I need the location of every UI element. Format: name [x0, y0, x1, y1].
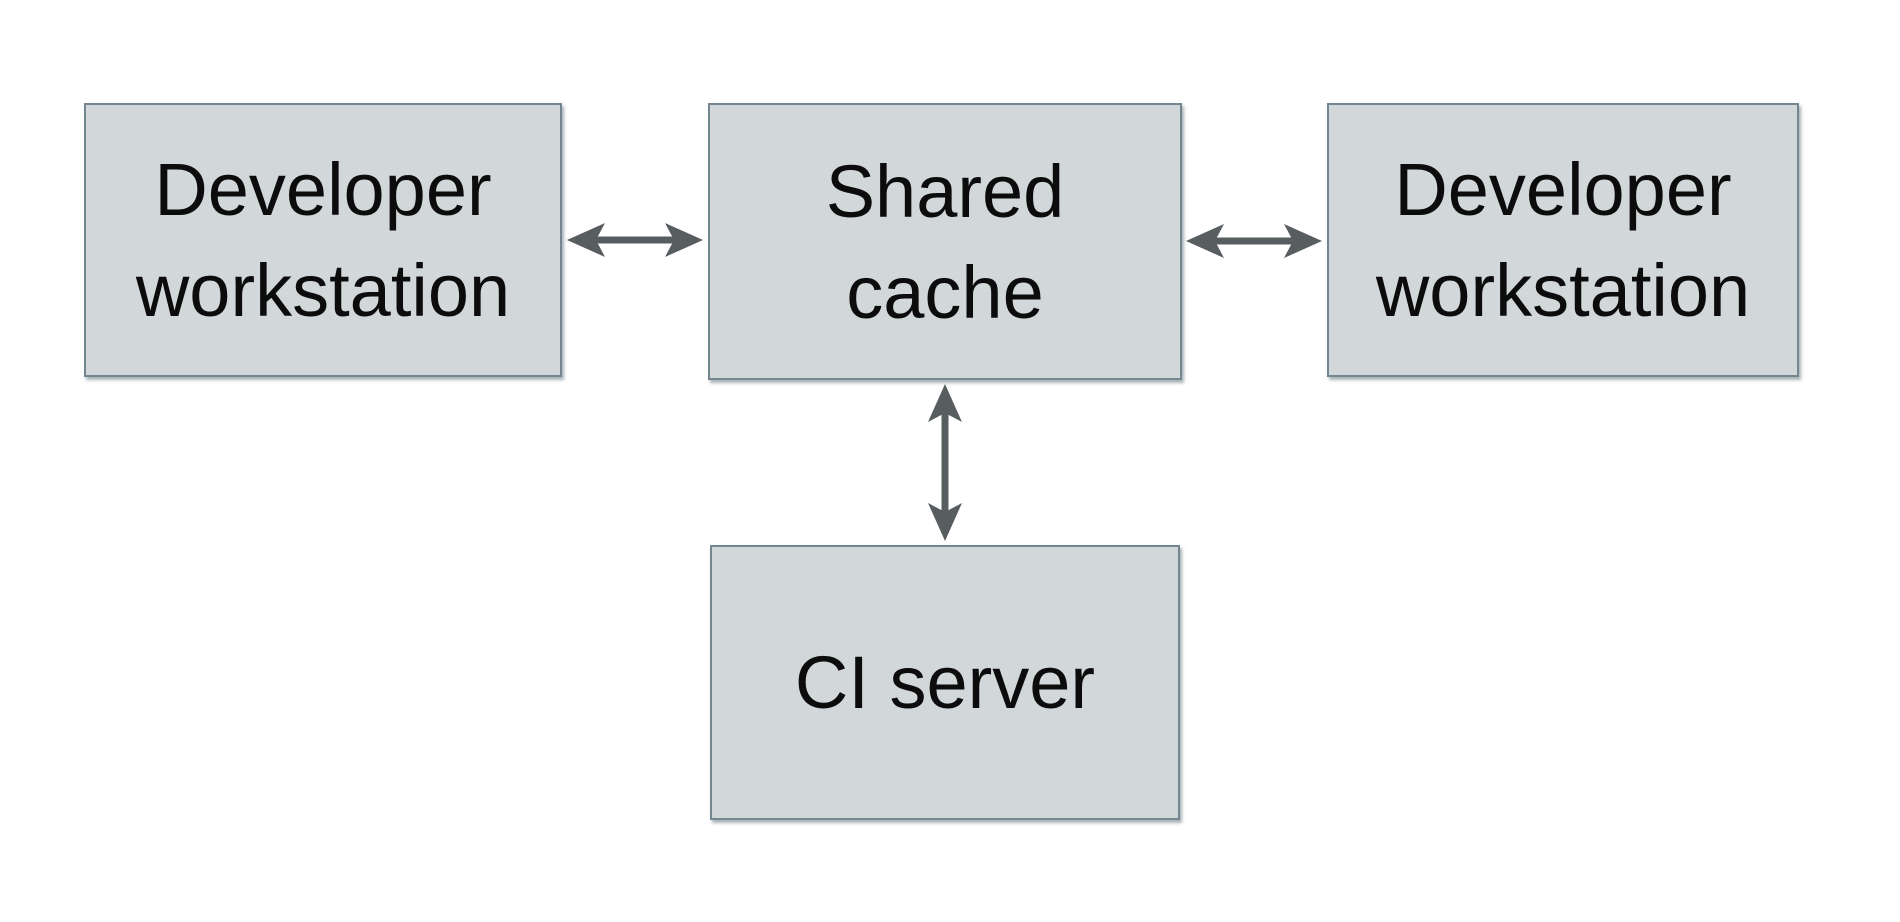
node-ci-server: CI server — [710, 545, 1180, 820]
arrow-left-workstation-shared-cache — [567, 223, 703, 257]
node-developer-workstation-right-label: Developer workstation — [1375, 148, 1751, 332]
node-developer-workstation-left-label: Developer workstation — [135, 148, 511, 332]
node-ci-server-label: CI server — [794, 641, 1096, 724]
node-shared-cache-label: Shared cache — [825, 149, 1065, 334]
node-developer-workstation-left: Developer workstation — [84, 103, 562, 377]
node-developer-workstation-right: Developer workstation — [1327, 103, 1799, 377]
arrow-shared-cache-ci-server — [928, 384, 962, 541]
node-shared-cache: Shared cache — [708, 103, 1182, 380]
arrow-shared-cache-right-workstation — [1186, 224, 1322, 258]
